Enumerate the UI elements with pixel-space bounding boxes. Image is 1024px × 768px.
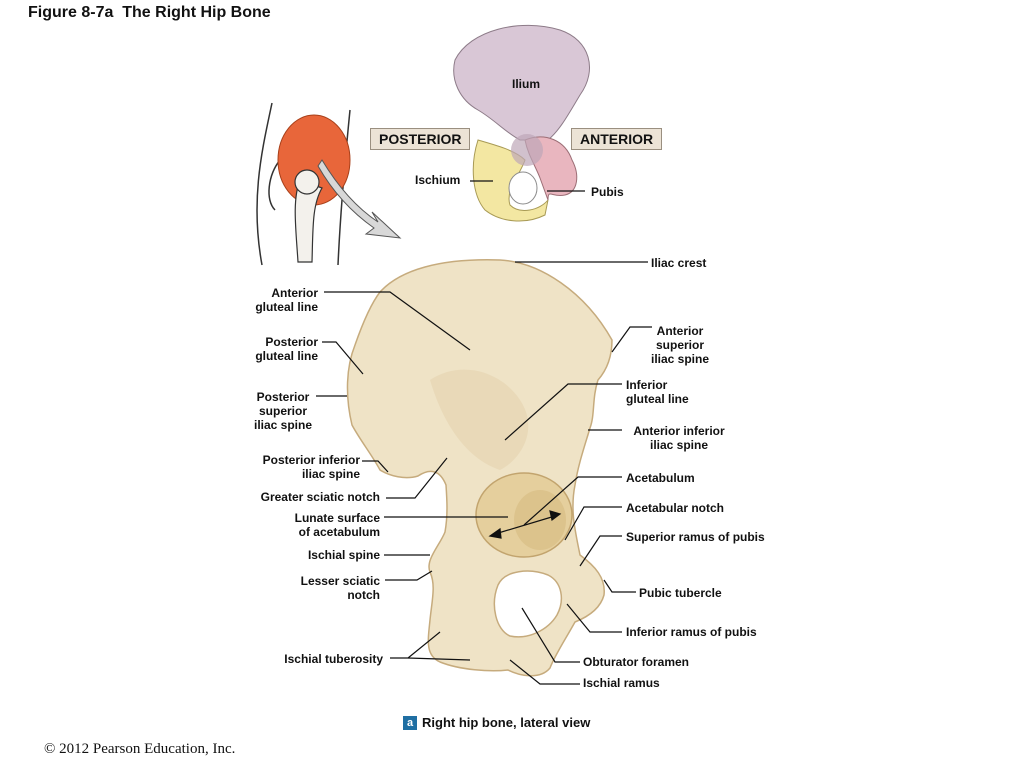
overview-obturator (508, 171, 538, 205)
label-ischial-spine: Ischial spine (307, 548, 380, 562)
label-anterior-inferior-iliac-spine: Anterior inferior iliac spine (624, 424, 734, 452)
main-leader-lines (316, 261, 652, 685)
label-line: Anterior (656, 324, 704, 338)
label-line: iliac spine (650, 352, 710, 366)
label-posterior-superior-iliac-spine: Posterior superior iliac spine (238, 390, 328, 432)
label-lesser-sciatic-notch: Lesser sciatic notch (260, 574, 380, 602)
label-line: Lunate surface (294, 511, 380, 525)
label-line: gluteal line (255, 300, 318, 314)
label-posterior-inferior-iliac-spine: Posterior inferior iliac spine (240, 453, 360, 481)
label-line: superior (258, 404, 307, 418)
lunate-arrow (488, 510, 562, 539)
label-lunate-surface: Lunate surface of acetabulum (260, 511, 380, 539)
posterior-box: POSTERIOR (370, 128, 471, 150)
main-hip-bone (346, 259, 613, 677)
label-line: Lesser sciatic (300, 574, 380, 588)
label-posterior-gluteal-line: Posterior gluteal line (230, 335, 318, 363)
label-line: Posterior (256, 390, 310, 404)
label-ischial-tuberosity: Ischial tuberosity (284, 652, 383, 666)
label-line: Posterior inferior (262, 453, 360, 467)
label-line: of acetabulum (298, 525, 380, 539)
label-acetabulum: Acetabulum (626, 471, 695, 485)
label-line: Posterior (265, 335, 318, 349)
label-superior-ramus-of-pubis: Superior ramus of pubis (626, 530, 765, 544)
label-line: iliac spine (253, 418, 313, 432)
overview-hip-bone (453, 24, 590, 222)
overview-acetabulum (511, 134, 543, 166)
figure-title: Figure 8-7a The Right Hip Bone (28, 4, 271, 21)
caption-text: Right hip bone, lateral view (422, 715, 591, 730)
label-line: iliac spine (301, 467, 360, 481)
label-inferior-gluteal-line: Inferior gluteal line (626, 378, 689, 406)
label-line: Inferior (626, 378, 668, 392)
overview-pubis-label: Pubis (591, 185, 624, 199)
direction-arrow (317, 159, 402, 239)
overview-ischium-label: Ischium (415, 173, 461, 187)
label-inferior-ramus-of-pubis: Inferior ramus of pubis (626, 625, 757, 639)
label-line: gluteal line (255, 349, 318, 363)
overview-ilium-label: Ilium (512, 77, 541, 91)
label-iliac-crest: Iliac crest (651, 256, 707, 270)
label-line: Anterior (271, 286, 318, 300)
figure-caption: a Right hip bone, lateral view (403, 715, 590, 730)
label-line: Anterior inferior (633, 424, 725, 438)
label-anterior-gluteal-line: Anterior gluteal line (230, 286, 318, 314)
label-acetabular-notch: Acetabular notch (626, 501, 725, 515)
overview-ilium (453, 24, 590, 141)
label-line: notch (347, 588, 380, 602)
anterior-box: ANTERIOR (571, 128, 663, 150)
femur-head-inset (294, 169, 320, 195)
femur-inset (294, 179, 323, 263)
label-anterior-superior-iliac-spine: Anterior superior iliac spine (640, 324, 720, 366)
copyright-notice: © 2012 Pearson Education, Inc. (44, 741, 236, 757)
overview-leader-lines (470, 180, 585, 192)
caption-badge: a (403, 715, 417, 730)
hip-bone-outline (346, 259, 613, 677)
obturator-foramen-hole (493, 570, 563, 638)
label-ischial-ramus: Ischial ramus (583, 676, 660, 690)
label-pubic-tubercle: Pubic tubercle (639, 586, 722, 600)
label-line: gluteal line (626, 392, 689, 406)
ilium-shading (430, 369, 529, 470)
label-line: superior (655, 338, 704, 352)
label-greater-sciatic-notch: Greater sciatic notch (260, 490, 380, 504)
label-obturator-foramen: Obturator foramen (583, 655, 690, 669)
label-line: iliac spine (649, 438, 709, 452)
